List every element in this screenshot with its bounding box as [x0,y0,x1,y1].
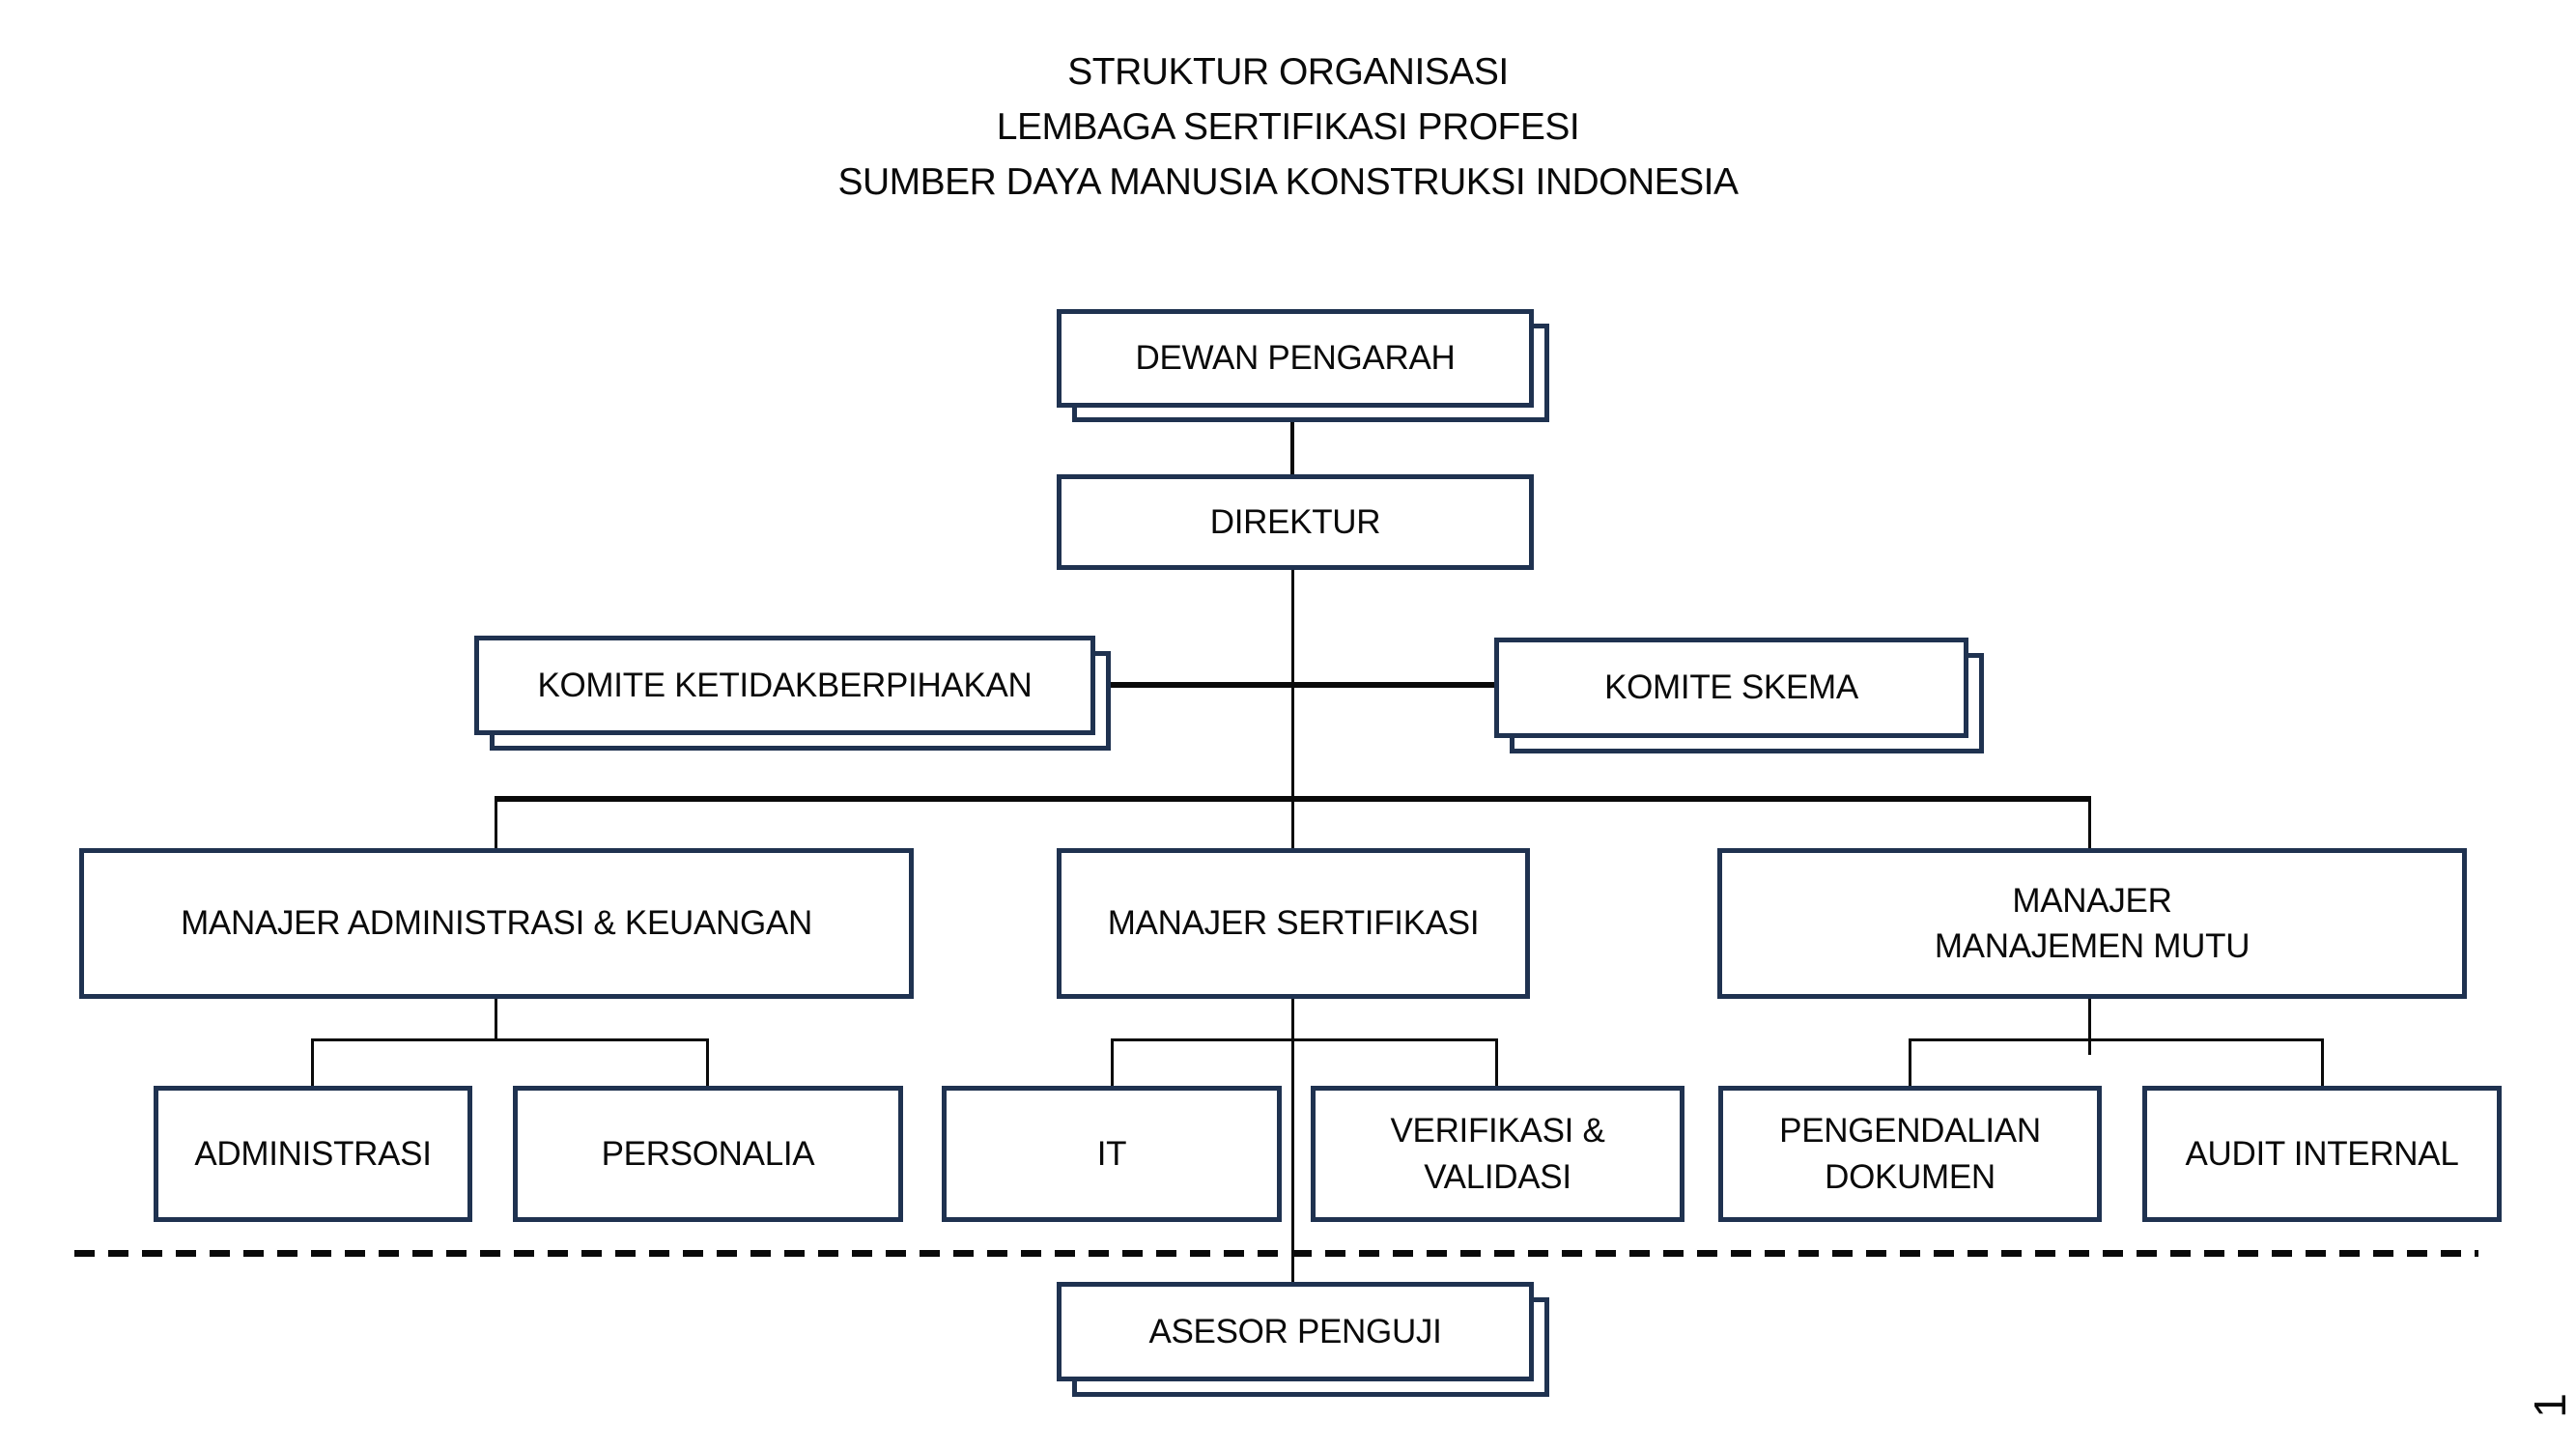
connector-elbow-left [312,1038,709,1041]
node-audit-internal: AUDIT INTERNAL [2142,1086,2502,1222]
node-komite-skema: KOMITE SKEMA [1494,638,1968,738]
node-label: MANAJER ADMINISTRASI & KEUANGAN [181,904,812,943]
node-label: KOMITE SKEMA [1604,668,1858,707]
node-verifikasi-validasi: VERIFIKASI & VALIDASI [1311,1086,1684,1222]
connector-direktur-to-manager-row [1291,568,1294,850]
connector-elbow-right [1910,1038,2324,1041]
connector-drop-verifikasi [1495,1038,1498,1087]
connector-drop-administrasi [311,1038,314,1087]
node-label: DEWAN PENGARAH [1135,339,1456,378]
node-label: MANAJER MANAJEMEN MUTU [1934,881,2250,965]
node-it: IT [942,1086,1282,1222]
node-komite-ketidakberpihakan: KOMITE KETIDAKBERPIHAKAN [474,636,1095,735]
node-dewan-pengarah: DEWAN PENGARAH [1057,309,1534,408]
node-label: MANAJER SERTIFIKASI [1107,904,1480,943]
connector-stem-left-manager [495,997,497,1041]
connector-manager-row-horizontal [495,796,2091,802]
connector-drop-audit [2321,1038,2324,1087]
connector-drop-manager-left [495,798,497,850]
node-asesor-penguji: ASESOR PENGUJI [1057,1282,1534,1381]
connector-stem-center-to-asesor [1291,997,1294,1285]
node-label: AUDIT INTERNAL [2185,1134,2459,1173]
connector-drop-pengendalian [1909,1038,1911,1087]
connector-dewan-direktur [1290,406,1294,475]
page-title: STRUKTUR ORGANISASI LEMBAGA SERTIFIKASI … [0,44,2576,210]
node-label: IT [1096,1134,1127,1173]
node-label: PERSONALIA [601,1134,815,1173]
connector-drop-manager-right [2088,798,2091,850]
connector-drop-it [1111,1038,1114,1087]
connector-elbow-middle [1112,1038,1498,1041]
node-label: KOMITE KETIDAKBERPIHAKAN [537,666,1033,704]
page-number: 1 [2525,1393,2576,1418]
node-label: DIREKTUR [1209,502,1381,541]
node-pengendalian-dokumen: PENGENDALIAN DOKUMEN [1718,1086,2102,1222]
node-personalia: PERSONALIA [513,1086,903,1222]
node-manajer-manajemen-mutu: MANAJER MANAJEMEN MUTU [1717,848,2467,999]
node-manajer-sertifikasi: MANAJER SERTIFIKASI [1057,848,1530,999]
node-label: PENGENDALIAN DOKUMEN [1779,1112,2041,1196]
title-line-3: SUMBER DAYA MANUSIA KONSTRUKSI INDONESIA [837,161,1739,203]
node-label: VERIFIKASI & VALIDASI [1390,1112,1605,1196]
connector-drop-personalia [706,1038,709,1087]
node-manajer-administrasi-keuangan: MANAJER ADMINISTRASI & KEUANGAN [79,848,914,999]
connector-stem-right-manager [2088,997,2091,1055]
node-label: ADMINISTRASI [194,1134,432,1173]
node-direktur: DIREKTUR [1057,474,1534,570]
connector-komite-lateral [1095,682,1494,688]
dashed-separator [74,1250,2478,1257]
title-line-1: STRUKTUR ORGANISASI [1067,51,1509,93]
node-administrasi: ADMINISTRASI [154,1086,472,1222]
node-label: ASESOR PENGUJI [1148,1312,1442,1350]
title-line-2: LEMBAGA SERTIFIKASI PROFESI [996,106,1580,148]
